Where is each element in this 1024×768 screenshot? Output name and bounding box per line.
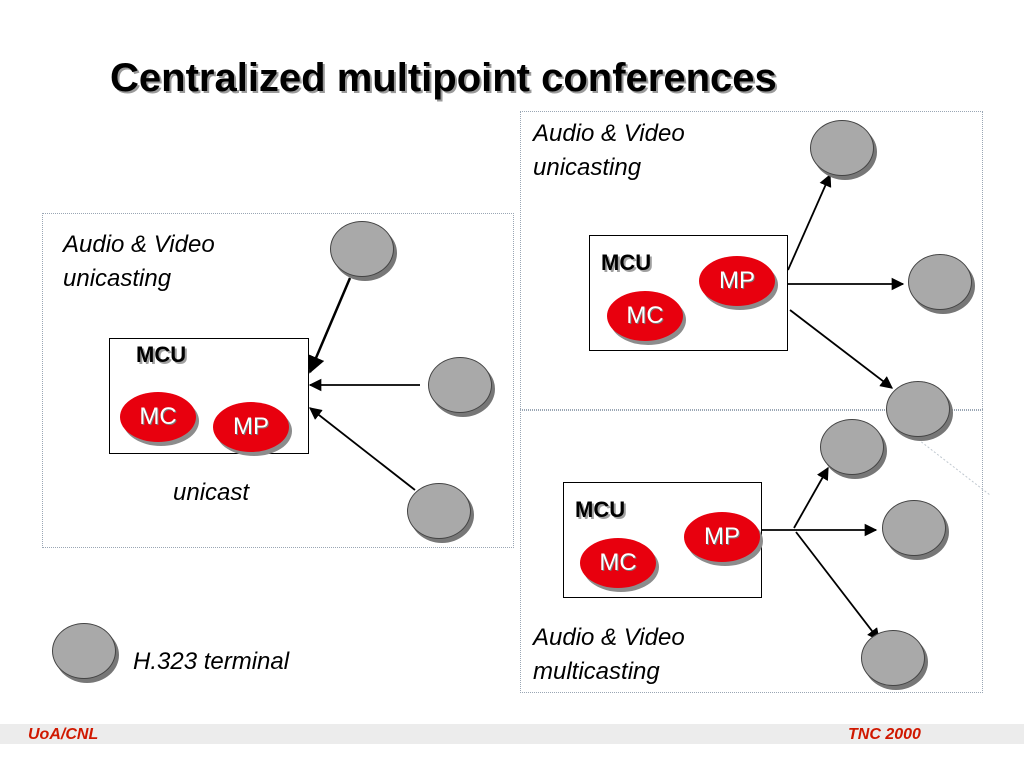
terminal-left-bottom bbox=[407, 483, 471, 539]
terminal-br-top bbox=[820, 419, 884, 475]
top-right-mp-pill: MP bbox=[699, 256, 775, 306]
panel-top-right bbox=[520, 111, 983, 411]
panel-left bbox=[42, 213, 514, 548]
footer-left: UoA/CNL bbox=[28, 726, 99, 743]
arrow-tr-top bbox=[787, 173, 832, 271]
left-mode-label: Audio & Video unicasting bbox=[63, 228, 215, 296]
arrow-left-top bbox=[308, 277, 352, 374]
left-mode-line-1: Audio & Video bbox=[63, 231, 215, 258]
slide-title: Centralized multipoint conferences bbox=[110, 56, 777, 100]
top-right-mc-pill: MC bbox=[607, 291, 683, 341]
left-mcu-label: MCU bbox=[136, 342, 187, 367]
left-mp-pill: MP bbox=[213, 402, 289, 452]
terminal-tr-middle bbox=[908, 254, 972, 310]
legend-label: H.323 terminal bbox=[133, 648, 290, 675]
arrow-br-bottom bbox=[795, 531, 880, 641]
terminal-tr-top bbox=[810, 120, 874, 176]
top-right-mcu-label: MCU bbox=[601, 250, 652, 275]
top-right-mode-line-1: Audio & Video bbox=[533, 120, 685, 147]
arrow-tr-bottom bbox=[789, 309, 894, 389]
bottom-right-mp-pill: MP bbox=[684, 512, 760, 562]
left-mc-pill: MC bbox=[120, 392, 196, 442]
arrow-br-top bbox=[793, 466, 829, 529]
top-right-mode-line-2: unicasting bbox=[533, 154, 642, 181]
bottom-right-mode-line-2: multicasting bbox=[533, 658, 660, 685]
bottom-right-mode-label: Audio & Video multicasting bbox=[533, 621, 685, 689]
bottom-right-mc-pill: MC bbox=[580, 538, 656, 588]
terminal-left-top bbox=[330, 221, 394, 277]
legend-terminal-icon bbox=[52, 623, 116, 679]
terminal-br-middle bbox=[882, 500, 946, 556]
footer-bar bbox=[0, 724, 1024, 744]
terminal-left-middle bbox=[428, 357, 492, 413]
top-right-mode-label: Audio & Video unicasting bbox=[533, 117, 685, 185]
terminal-tr-bottom bbox=[886, 381, 950, 437]
left-mode-line-2: unicasting bbox=[63, 265, 172, 292]
bottom-right-mcu-label: MCU bbox=[575, 497, 626, 522]
footer-right: TNC 2000 bbox=[848, 726, 921, 743]
bottom-right-mode-line-1: Audio & Video bbox=[533, 624, 685, 651]
left-caption: unicast bbox=[173, 479, 250, 506]
terminal-br-bottom bbox=[861, 630, 925, 686]
panel-bottom-right bbox=[520, 409, 983, 693]
arrow-left-bottom bbox=[309, 407, 416, 491]
